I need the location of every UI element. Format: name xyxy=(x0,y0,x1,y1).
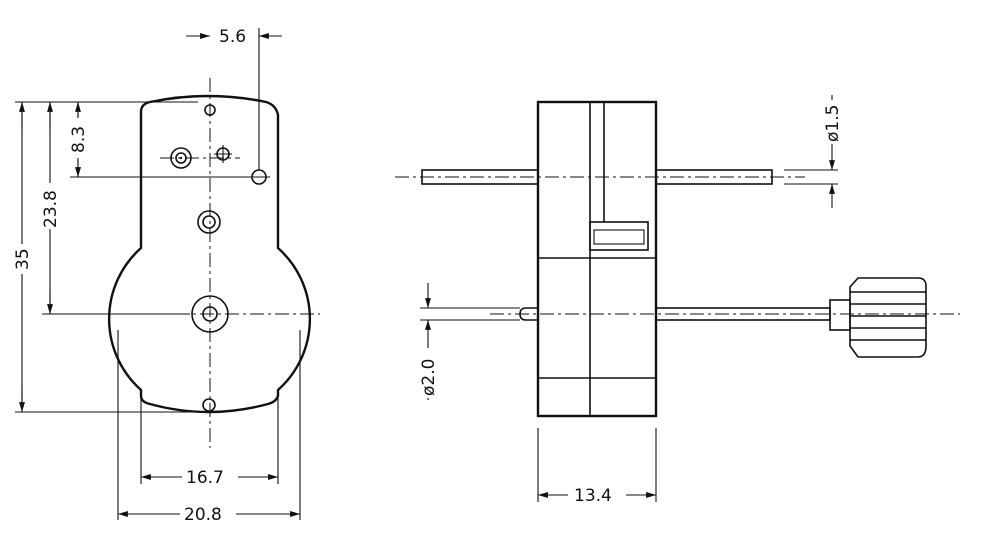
gearbox-body xyxy=(536,100,658,418)
top-mount-hole xyxy=(204,104,216,116)
dim-main-shaft-depth-label: 23.8 xyxy=(41,190,61,228)
main-shaft-boss xyxy=(191,295,229,333)
dim-upper-hole-depth: 8.3 xyxy=(68,102,89,177)
small-shaft xyxy=(395,169,805,185)
front-view: 5.6 8.3 23.8 35 xyxy=(12,27,320,525)
knurled-knob xyxy=(849,277,927,358)
dim-top-offset-label: 5.6 xyxy=(219,27,246,47)
upper-small-hole xyxy=(214,145,232,163)
dim-overall-height: 35 xyxy=(12,102,33,412)
dim-main-shaft-depth: 23.8 xyxy=(40,102,61,314)
bottom-mount-hole xyxy=(202,398,216,412)
dim-drive-shaft-dia-label: ø2.0 xyxy=(419,359,439,396)
dim-body-depth: 13.4 xyxy=(537,428,657,506)
dim-drive-shaft-dia: ø2.0 xyxy=(418,283,520,400)
body-slot xyxy=(589,221,649,251)
right-pivot-hole xyxy=(248,169,270,185)
upper-left-boss xyxy=(170,147,192,169)
dim-overall-width-label: 20.8 xyxy=(184,505,222,525)
middle-gear-boss xyxy=(197,210,221,234)
dim-small-shaft-dia-label: ø1.5 xyxy=(823,105,843,142)
dim-small-shaft-dia: ø1.5 xyxy=(784,95,843,208)
dim-body-depth-label: 13.4 xyxy=(574,486,612,506)
side-view: ø1.5 ø2.0 13.4 xyxy=(395,95,960,506)
dim-overall-height-label: 35 xyxy=(13,248,33,270)
dim-overall-width: 20.8 xyxy=(118,503,300,525)
dim-top-offset: 5.6 xyxy=(186,27,282,47)
dim-inner-width: 16.7 xyxy=(141,466,278,488)
dim-inner-width-label: 16.7 xyxy=(186,468,224,488)
dim-upper-hole-depth-label: 8.3 xyxy=(69,126,89,153)
